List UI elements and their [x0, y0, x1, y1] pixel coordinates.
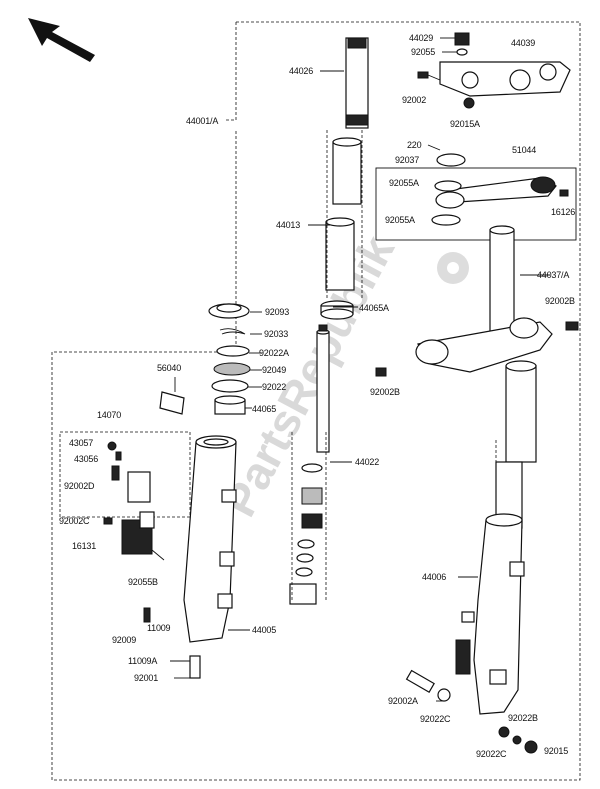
bolt-92002C — [103, 517, 113, 525]
label-92002B-2: 92002B — [370, 387, 400, 397]
nut-92015A — [463, 97, 475, 109]
label-92022C-2: 92022C — [476, 749, 507, 759]
caliper-16131 — [121, 511, 165, 561]
label-16126: 16126 — [551, 207, 575, 217]
label-92002C: 92002C — [59, 516, 90, 526]
label-92022A: 92022A — [259, 348, 289, 358]
label-51044: 51044 — [512, 145, 536, 155]
leader-lines — [170, 37, 550, 702]
label-44005: 44005 — [252, 625, 276, 635]
label-92002D: 92002D — [64, 481, 95, 491]
label-44001A: 44001/A — [186, 116, 218, 126]
label-44037A: 44037/A — [537, 270, 569, 280]
label-11009: 11009 — [147, 623, 171, 633]
cap-44029 — [454, 32, 470, 46]
bushing-44065A — [320, 300, 354, 320]
outer-tube-44006 — [455, 513, 525, 715]
label-43057: 43057 — [69, 438, 93, 448]
label-92049: 92049 — [262, 365, 286, 375]
label-44065A: 44065A — [359, 303, 389, 313]
label-44039: 44039 — [511, 38, 535, 48]
label-92015A: 92015A — [450, 119, 480, 129]
label-14070: 14070 — [97, 410, 121, 420]
seal-stack — [208, 303, 251, 415]
label-43056: 43056 — [74, 454, 98, 464]
fork-group-box — [59, 431, 191, 518]
label-92033: 92033 — [264, 329, 288, 339]
stem-group-box — [375, 167, 577, 241]
label-92055B: 92055B — [128, 577, 158, 587]
label-92037: 92037 — [395, 155, 419, 165]
label-56040: 56040 — [157, 363, 181, 373]
washer-92055 — [456, 48, 468, 56]
axle-hardware — [405, 669, 538, 754]
label-92009: 92009 — [112, 635, 136, 645]
label-92015: 92015 — [544, 746, 568, 756]
right-inner-tube — [495, 360, 537, 530]
label-92002: 92002 — [402, 95, 426, 105]
watermark-gear-icon — [437, 252, 469, 284]
bolt-11009 — [143, 607, 151, 623]
label-44026: 44026 — [289, 66, 313, 76]
label-92002A: 92002A — [388, 696, 418, 706]
caliper-bracket — [107, 441, 151, 503]
damper-rod-44022 — [289, 324, 330, 605]
label-92002B-1: 92002B — [545, 296, 575, 306]
upper-bracket-44039 — [439, 61, 571, 97]
inner-tube-44013 — [325, 130, 363, 298]
label-92055: 92055 — [411, 47, 435, 57]
label-92055A-2: 92055A — [385, 215, 415, 225]
label-44029: 44029 — [409, 33, 433, 43]
fork-spring-top-44026 — [345, 37, 369, 129]
label-44013: 44013 — [276, 220, 300, 230]
label-44006: 44006 — [422, 572, 446, 582]
label-92022B: 92022B — [508, 713, 538, 723]
label-plate-56040 — [159, 391, 185, 415]
label-220: 220 — [407, 140, 422, 150]
label-11009A: 11009A — [128, 656, 157, 666]
bolt-92001 — [189, 655, 201, 679]
label-44022: 44022 — [355, 457, 379, 467]
label-92093: 92093 — [265, 307, 289, 317]
bolt-92002 — [417, 71, 441, 81]
label-92001: 92001 — [134, 673, 158, 683]
direction-arrow-icon — [28, 18, 95, 62]
label-44065: 44065 — [252, 404, 276, 414]
label-92055A-1: 92055A — [389, 178, 419, 188]
stem-clamp-51044 — [427, 144, 569, 226]
lower-bracket-44037A — [375, 225, 579, 377]
label-92022: 92022 — [262, 382, 286, 392]
outer-tube-44005 — [183, 435, 237, 643]
label-16131: 16131 — [72, 541, 96, 551]
part-labels: 44029 44039 92055 44026 92002 92015A 440… — [59, 33, 575, 759]
label-92022C-1: 92022C — [420, 714, 451, 724]
